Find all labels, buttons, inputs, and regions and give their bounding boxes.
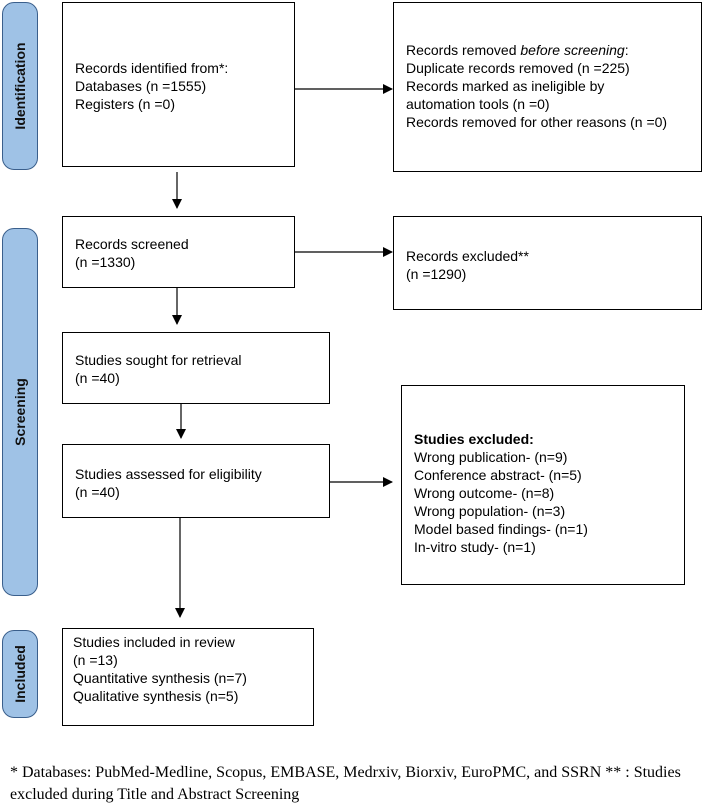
- records-excluded-count: (n =1290): [406, 266, 467, 282]
- studies-excluded-box: Studies excluded: Wrong publication- (n=…: [401, 385, 685, 585]
- qualitative-synthesis: Qualitative synthesis (n=5): [73, 688, 239, 704]
- exclusion-reason: In-vitro study- (n=1): [414, 539, 536, 555]
- exclusion-reason: Wrong publication- (n=9): [414, 449, 568, 465]
- records-removed-box: Records removed before screening: Duplic…: [393, 2, 702, 172]
- ineligible-records-1: Records marked as ineligible by: [406, 78, 605, 94]
- exclusion-reason: Wrong outcome- (n=8): [414, 485, 555, 501]
- phase-screening: Screening: [2, 228, 38, 596]
- studies-excluded-title: Studies excluded:: [414, 431, 534, 447]
- records-removed-title-suffix: :: [624, 42, 629, 58]
- studies-sought-count: (n =40): [75, 370, 120, 386]
- other-removed-records: Records removed for other reasons (n =0): [406, 114, 668, 130]
- phase-identification: Identification: [2, 2, 38, 170]
- records-registers: Registers (n =0): [75, 96, 175, 112]
- records-removed-title-prefix: Records removed: [406, 42, 521, 58]
- quantitative-synthesis: Quantitative synthesis (n=7): [73, 670, 247, 686]
- footnote: * Databases: PubMed-Medline, Scopus, EMB…: [10, 764, 681, 803]
- records-removed-title: Records removed before screening:: [406, 41, 701, 59]
- ineligible-records-2: automation tools (n =0): [406, 96, 550, 112]
- records-screened-title: Records screened: [75, 236, 189, 252]
- studies-included-count: (n =13): [73, 652, 118, 668]
- exclusion-reason: Conference abstract- (n=5): [414, 467, 582, 483]
- duplicate-records: Duplicate records removed (n =225): [406, 60, 630, 76]
- records-excluded-box: Records excluded** (n =1290): [393, 216, 702, 310]
- records-identified-title: Records identified from*:: [75, 60, 229, 76]
- studies-assessed-title: Studies assessed for eligibility: [75, 466, 262, 482]
- records-removed-title-emphasis: before screening: [520, 42, 625, 58]
- studies-assessed-box: Studies assessed for eligibility (n =40): [62, 444, 330, 518]
- records-screened-count: (n =1330): [75, 254, 136, 270]
- studies-included-title: Studies included in review: [73, 634, 235, 650]
- studies-sought-title: Studies sought for retrieval: [75, 352, 242, 368]
- records-databases: Databases (n =1555): [75, 78, 207, 94]
- phase-included: Included: [2, 630, 38, 718]
- exclusion-reason: Wrong population- (n=3): [414, 503, 566, 519]
- studies-included-box: Studies included in review (n =13) Quant…: [62, 628, 314, 726]
- studies-assessed-count: (n =40): [75, 484, 120, 500]
- exclusion-reason: Model based findings- (n=1): [414, 521, 588, 537]
- records-identified-box: Records identified from*: Databases (n =…: [62, 2, 295, 167]
- records-screened-box: Records screened (n =1330): [62, 216, 295, 288]
- records-excluded-title: Records excluded**: [406, 248, 529, 264]
- studies-sought-box: Studies sought for retrieval (n =40): [62, 332, 330, 404]
